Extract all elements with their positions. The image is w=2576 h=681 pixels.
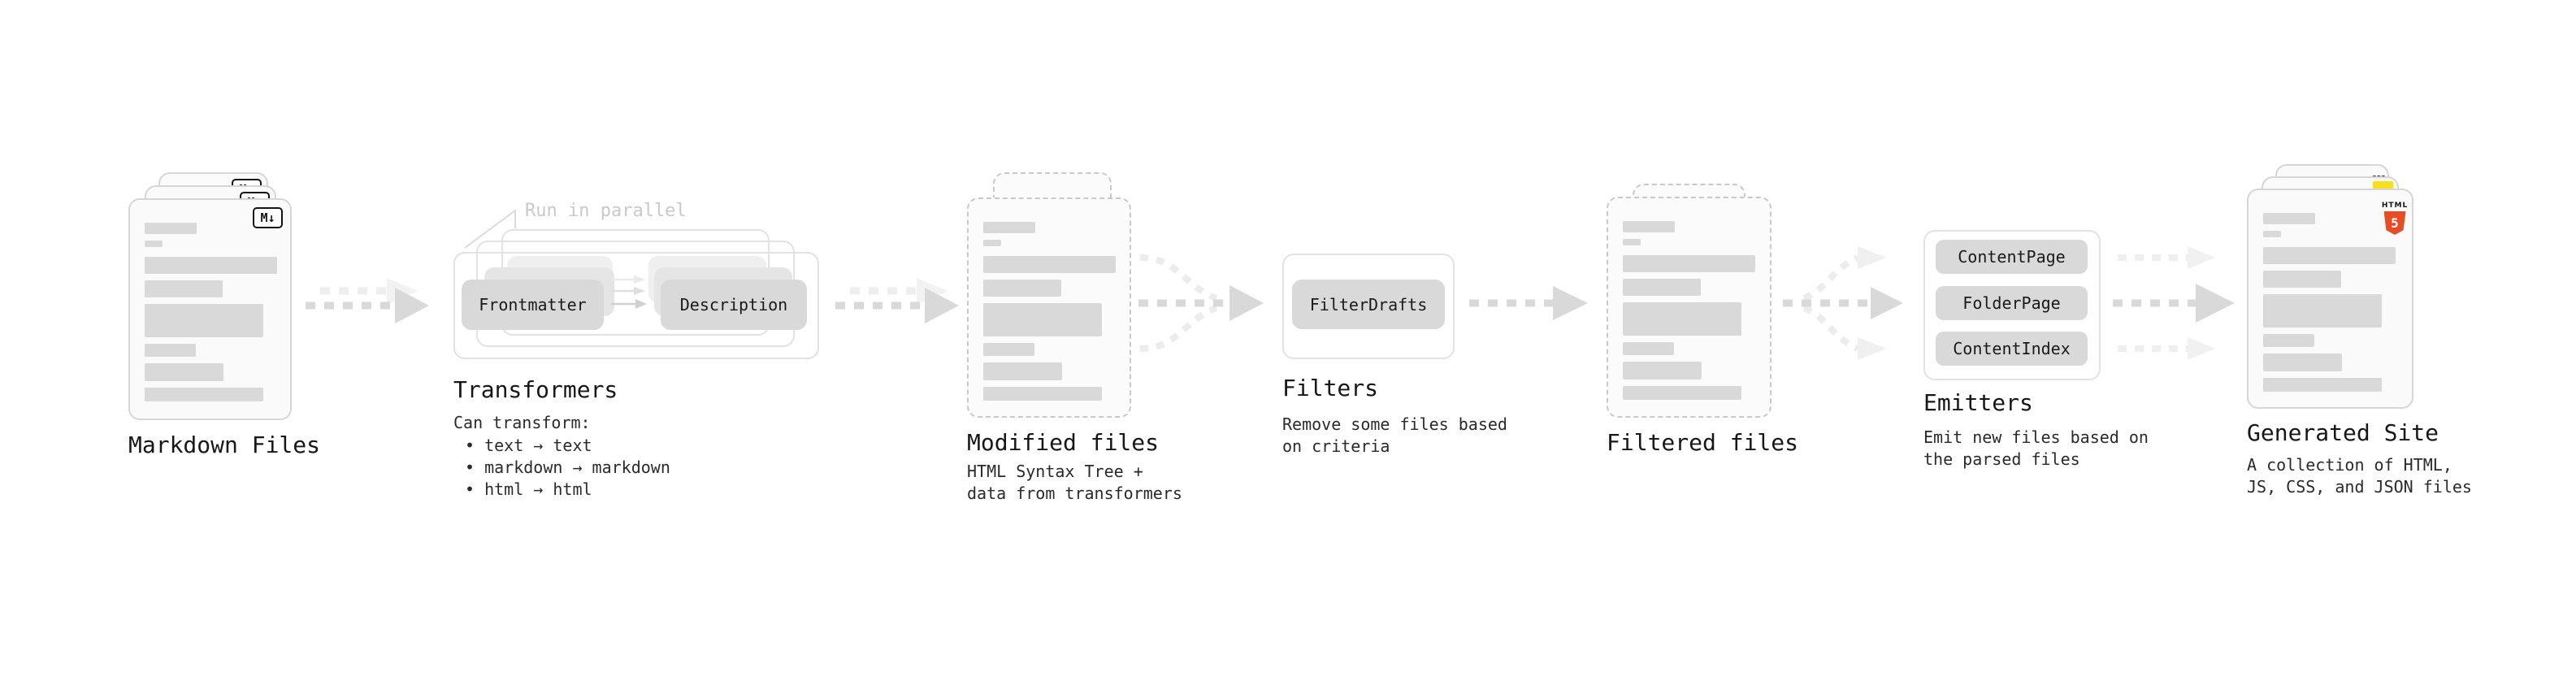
placeholder-text-bar [2263, 378, 2382, 392]
stage-description: on criteria [1282, 436, 1390, 456]
stage-title-emitters: Emitters [1923, 389, 2033, 416]
flow-arrow-icon [2113, 246, 2235, 360]
placeholder-text-bar [1623, 221, 1675, 232]
placeholder-text-bar [2263, 231, 2281, 237]
placeholder-text-bar [2263, 294, 2382, 327]
stage-description: • text → text [465, 436, 592, 455]
file-card [1607, 197, 1772, 418]
stage-description: A collection of HTML, [2247, 455, 2452, 475]
placeholder-text-bar [145, 363, 223, 381]
flow-arrow-icon [306, 278, 429, 323]
placeholder-text-bar [145, 304, 263, 337]
placeholder-text-bar [983, 256, 1116, 273]
placeholder-text-bar [1623, 302, 1741, 336]
placeholder-text-bar [1623, 342, 1674, 355]
transform-arrow-icon [611, 275, 647, 309]
stage-title-transformers: Transformers [453, 376, 618, 403]
placeholder-text-bar [983, 343, 1034, 356]
file-card: HTML 5 [2247, 189, 2413, 409]
placeholder-text-bar [145, 388, 263, 401]
merge-arrow-icon [1138, 254, 1264, 352]
emitters-box [1923, 230, 2101, 380]
html5-shield: 5 [2383, 211, 2406, 235]
file-card [967, 197, 1131, 418]
placeholder-text-bar [2263, 271, 2341, 288]
stage-description: HTML Syntax Tree + [967, 462, 1143, 481]
placeholder-text-bar [1623, 362, 1702, 380]
annotation-leader-line [464, 210, 516, 249]
stage-description: data from transformers [967, 484, 1182, 503]
file-card: M↓ [128, 198, 292, 420]
filter-filterdrafts-box: FilterDrafts [1292, 280, 1445, 329]
emitter-contentindex-box: ContentIndex [1936, 332, 2088, 366]
placeholder-text-bar [983, 362, 1062, 380]
flow-arrow-icon [1469, 286, 1588, 320]
stage-description: the parsed files [1923, 449, 2080, 469]
placeholder-text-bar [983, 387, 1102, 401]
placeholder-text-bar [145, 241, 163, 247]
transformer-description-box: Description [661, 280, 807, 330]
flow-arrow-icon [835, 278, 959, 323]
emitter-folderpage-box: FolderPage [1936, 286, 2088, 320]
stage-description: JS, CSS, and JSON files [2247, 477, 2472, 497]
filters-box [1282, 254, 1455, 359]
placeholder-text-bar [145, 223, 197, 234]
placeholder-text-bar [145, 280, 223, 297]
stage-title-generated-site: Generated Site [2247, 419, 2439, 446]
markdown-icon: M↓ [253, 207, 283, 228]
stage-description: Emit new files based on [1923, 427, 2149, 447]
placeholder-text-bar [2263, 334, 2314, 347]
placeholder-text-bar [1623, 386, 1741, 400]
run-in-parallel-label: Run in parallel [525, 201, 687, 221]
stage-title-markdown-files: Markdown Files [128, 432, 321, 458]
stage-title-filters: Filters [1282, 375, 1379, 401]
placeholder-text-bar [983, 303, 1102, 336]
placeholder-text-bar [145, 344, 196, 357]
stage-description: Can transform: [453, 413, 591, 432]
html5-icon: HTML 5 [2376, 195, 2413, 235]
placeholder-text-bar [983, 280, 1061, 297]
stage-description: Remove some files based [1282, 414, 1507, 434]
placeholder-text-bar [2263, 247, 2396, 264]
placeholder-text-bar [983, 222, 1035, 233]
placeholder-text-bar [1623, 239, 1641, 245]
split-arrow-icon [1783, 246, 1903, 360]
placeholder-text-bar [1623, 279, 1701, 296]
transformer-frontmatter-box: Frontmatter [462, 280, 604, 330]
html5-label: HTML [2381, 202, 2409, 210]
placeholder-text-bar [2263, 213, 2315, 224]
stage-title-modified-files: Modified files [967, 429, 1160, 456]
stage-title-filtered-files: Filtered files [1607, 429, 1799, 456]
emitter-contentpage-box: ContentPage [1936, 240, 2088, 274]
transformers-group-box [453, 252, 819, 359]
placeholder-text-bar [983, 240, 1001, 246]
stage-description: • html → html [465, 479, 592, 499]
placeholder-text-bar [2263, 354, 2342, 371]
placeholder-text-bar [145, 257, 277, 274]
placeholder-text-bar [1623, 255, 1755, 272]
stage-description: • markdown → markdown [465, 458, 670, 477]
